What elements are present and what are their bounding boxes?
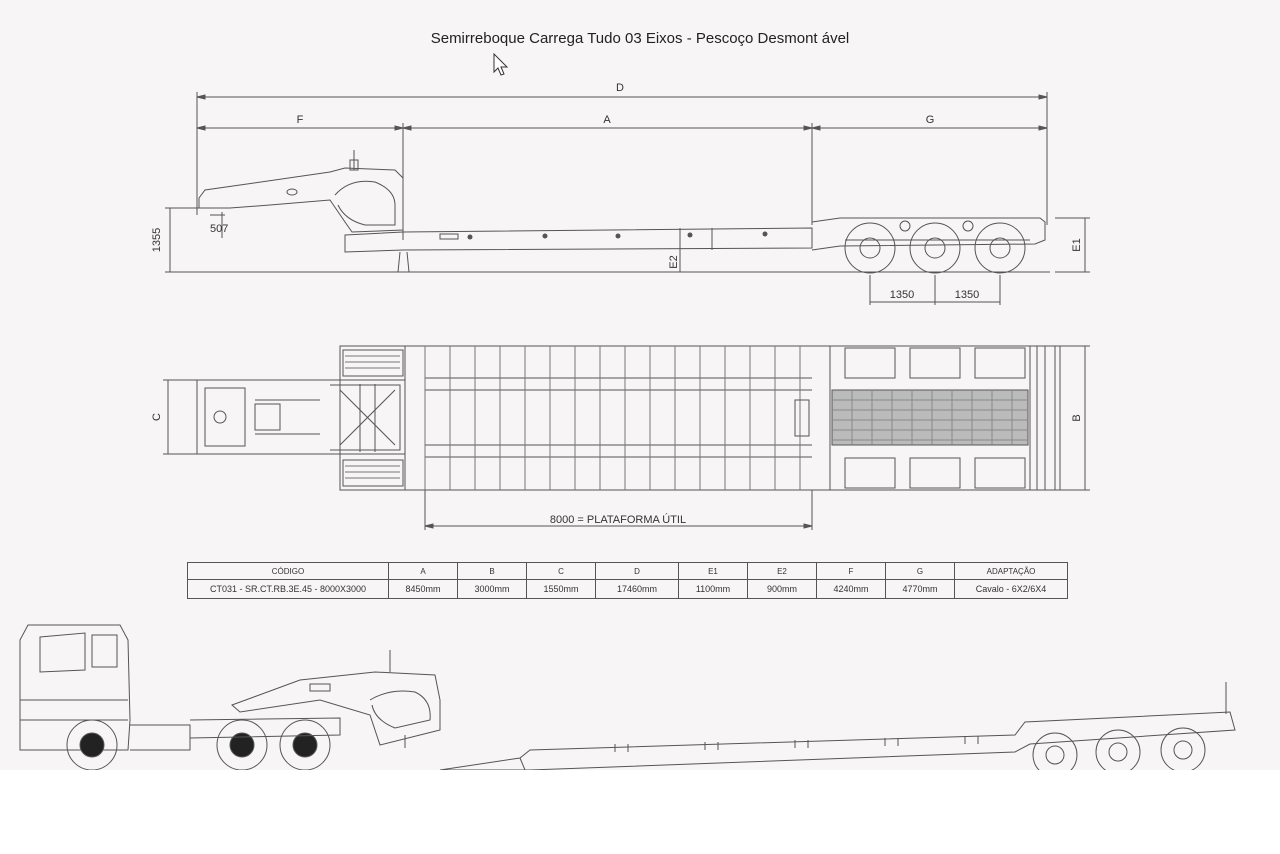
dim-label-axle1: 1350 [890,289,914,301]
gooseneck-outline [198,167,404,233]
rear-axles [844,220,1030,274]
gooseneck-cutout [334,180,396,226]
specs-header-cell: F [816,562,886,580]
specs-cell: 4240mm [816,579,886,599]
gooseneck-top [196,379,406,455]
lowered-trailer [439,682,1236,770]
specs-cell: CT031 - SR.CT.RB.3E.45 - 8000X3000 [187,579,389,599]
dim-label-507: 507 [210,223,228,235]
dim-label-axle2: 1350 [955,289,979,301]
top-view [163,345,1090,530]
specs-data-row: CT031 - SR.CT.RB.3E.45 - 8000X3000 8450m… [187,579,1068,599]
specs-header-cell: E2 [747,562,817,580]
dim-label-g: G [926,114,935,126]
specs-header-cell: B [457,562,527,580]
specs-cell: 1550mm [526,579,596,599]
dim-label-d: D [616,82,624,94]
truck-illustration [19,624,341,770]
specs-header-cell: A [388,562,458,580]
platform-beam [344,227,813,253]
technical-drawing: D F A G 507 1355 E2 E1 1350 1350 C B 800… [19,82,1236,770]
specs-header-cell: D [595,562,679,580]
specs-header-cell: C [526,562,596,580]
specs-table: CÓDIGO A B C D E1 E2 F G ADAPTAÇÃO CT031… [187,562,1068,599]
drawing-sheet: Semirreboque Carrega Tudo 03 Eixos - Pes… [19,30,1236,770]
rear-deck-plate [831,389,1029,446]
truck-cab [19,624,131,751]
dim-label-f: F [297,114,304,126]
rear-deck [811,217,1046,251]
specs-header-cell: CÓDIGO [187,562,389,580]
specs-cell: 17460mm [595,579,679,599]
specs-cell: 900mm [747,579,817,599]
dim-label-b: B [1071,414,1083,421]
rear-wheels-top [844,347,1026,489]
dim-label-c: C [151,413,163,421]
detached-gooseneck [231,650,441,748]
dim-label-e2: E2 [668,255,680,268]
specs-cell: 1100mm [678,579,748,599]
dim-label-a: A [603,114,611,126]
dim-label-e1: E1 [1071,238,1083,251]
specs-cell: 3000mm [457,579,527,599]
specs-header-cell: G [885,562,955,580]
specs-header-cell: ADAPTAÇÃO [954,562,1068,580]
drawing-title: Semirreboque Carrega Tudo 03 Eixos - Pes… [430,30,850,47]
specs-header-cell: E1 [678,562,748,580]
mouse-pointer-icon [493,53,509,76]
specs-cell: Cavalo - 6X2/6X4 [954,579,1068,599]
platform-label: 8000 = PLATAFORMA ÚTIL [550,513,686,526]
specs-cell: 4770mm [885,579,955,599]
specs-cell: 8450mm [388,579,458,599]
dim-label-1355: 1355 [151,228,163,252]
specs-header-row: CÓDIGO A B C D E1 E2 F G ADAPTAÇÃO [187,562,1068,580]
side-view [165,92,1090,305]
